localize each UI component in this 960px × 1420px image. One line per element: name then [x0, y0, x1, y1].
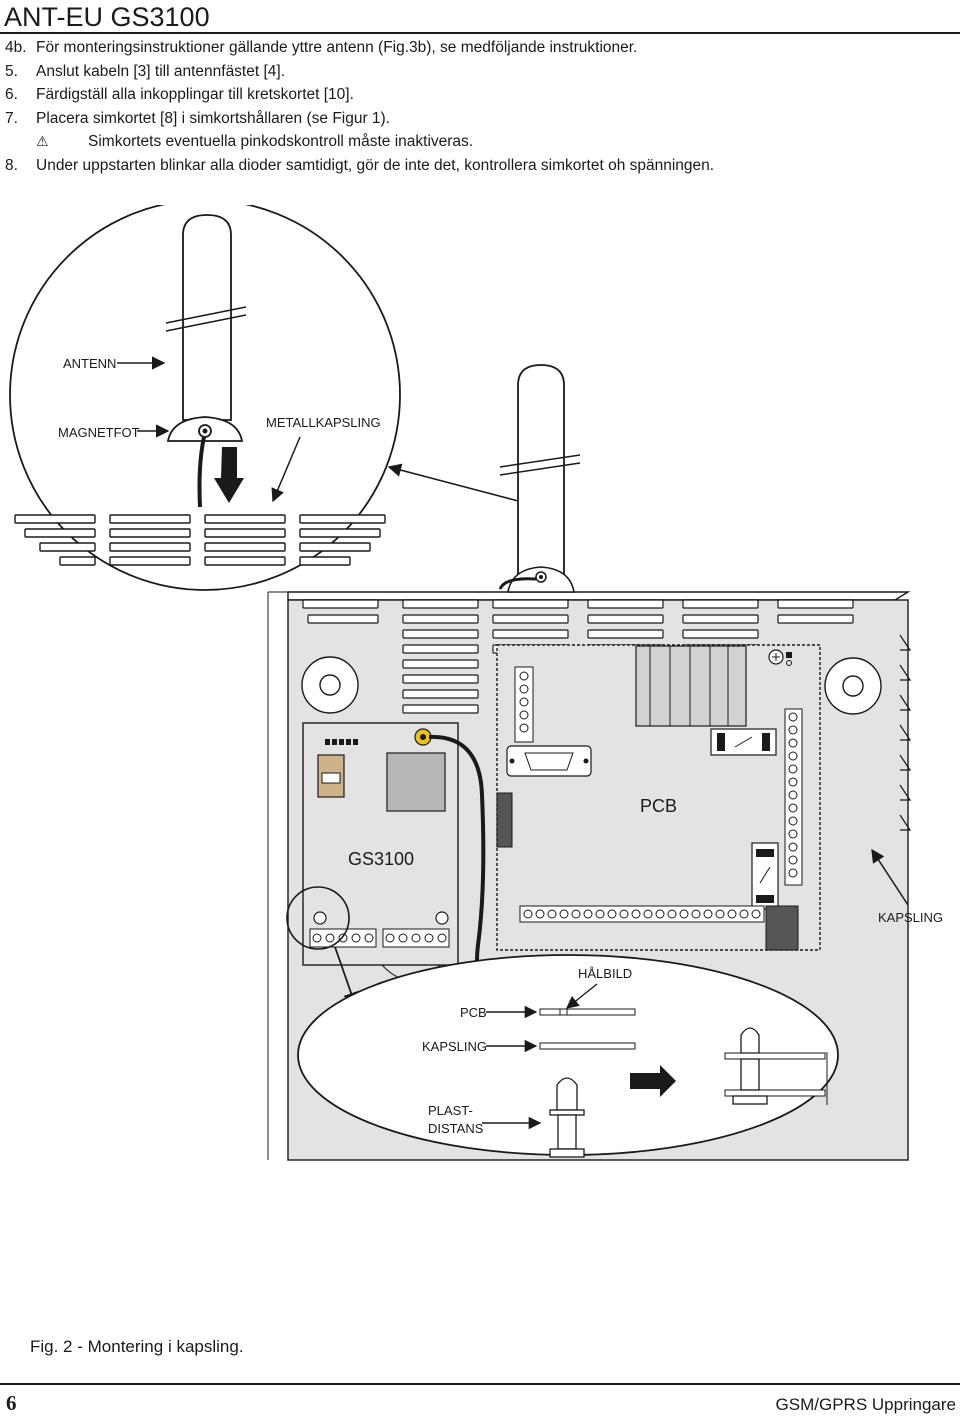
spacer-icon	[556, 1077, 578, 1111]
label-pcb: PCB	[640, 796, 677, 816]
label-antenn: ANTENN	[63, 356, 116, 371]
step-text: Färdigställ alla inkopplingar till krets…	[36, 86, 354, 103]
step-7: 7. Placera simkortet [8] i simkortshållar…	[5, 107, 955, 131]
right-arrow-icon	[630, 1065, 676, 1097]
step-text: Anslut kabeln [3] till antennfästet [4].	[36, 62, 286, 80]
label-magnetfot: MAGNETFOT	[58, 425, 140, 440]
footer-title: GSM/GPRS Uppringare	[775, 1395, 956, 1414]
footer-rule	[0, 1383, 960, 1385]
step-5: 5. Anslut kabeln [3] till antennfästet [4…	[5, 60, 955, 84]
step-text: Placera simkortet [8] i simkortshållaren…	[36, 109, 391, 127]
push-arrow-icon	[214, 447, 244, 503]
gs3100-module: GS3100	[302, 722, 459, 981]
page-title: ANT-EU GS3100	[4, 2, 210, 32]
step-text: Under uppstarten blinkar alla dioder sam…	[36, 156, 715, 174]
label-detail-kapsling: KAPSLING	[422, 1039, 487, 1054]
warning-icon: ⚠	[36, 133, 49, 149]
step-number: 5.	[5, 62, 18, 80]
step-number: 6.	[5, 86, 18, 103]
page-number: 6	[6, 1391, 17, 1415]
label-distans: DISTANS	[428, 1121, 484, 1136]
header-rule	[0, 32, 960, 34]
figure-caption: Fig. 2 - Montering i kapsling.	[30, 1337, 244, 1356]
antenna-icon	[182, 214, 232, 421]
step-text: Simkortets eventuella pinkodskontroll må…	[88, 133, 474, 150]
label-gs3100: GS3100	[348, 849, 414, 869]
label-kapsling: KAPSLING	[878, 910, 943, 925]
zoom-circle-antenna: ANTENN MAGNETFOT METALLKAPSLING	[9, 205, 401, 591]
step-number: 7.	[5, 109, 18, 127]
step-number: 4b.	[5, 39, 27, 56]
step-6: 6. Färdigställ alla inkopplingar till kre…	[5, 83, 955, 107]
main-pcb: PCB	[496, 644, 821, 951]
label-metallkapsling: METALLKAPSLING	[266, 415, 381, 430]
step-text: För monteringsinstruktioner gällande ytt…	[36, 39, 638, 56]
mounted-antenna	[498, 364, 581, 593]
step-number: 8.	[5, 156, 18, 174]
step-7-warning: ⚠ Simkortets eventuella pinkodskontroll m…	[5, 130, 955, 154]
step-8: 8. Under uppstarten blinkar alla dioder s…	[5, 154, 955, 178]
instruction-list: 4b. För monteringsinstruktioner gällande …	[5, 36, 955, 177]
label-detail-pcb: PCB	[460, 1005, 487, 1020]
step-4b: 4b. För monteringsinstruktioner gällande …	[5, 36, 955, 60]
detail-ellipse: HÅLBILD PCB KAPSLING PLAST- DISTANS	[297, 954, 839, 1158]
mounting-figure: ANTENN MAGNETFOT METALLKAPSLING	[9, 205, 943, 1161]
label-plast: PLAST-	[428, 1103, 473, 1118]
label-halbild: HÅLBILD	[578, 966, 632, 981]
